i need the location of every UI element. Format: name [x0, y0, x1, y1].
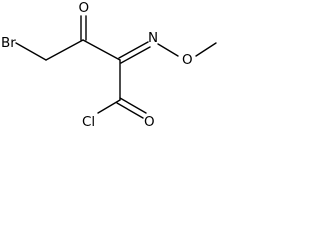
bond-c2-n-a: [118, 41, 149, 59]
atom-label-o-oxime: O: [182, 52, 193, 68]
atom-label-br: Br: [1, 35, 16, 51]
bonds: [15, 15, 217, 119]
bond-n-o: [157, 43, 179, 57]
chemical-structure: Br O N O Cl O: [1, 0, 217, 130]
atom-label-n-oxime: N: [148, 30, 158, 46]
atom-label-o-acyl: O: [144, 114, 155, 130]
bond-ch2-c3: [45, 39, 84, 61]
bond-c1-o-acyl-b: [116, 102, 144, 119]
bond-c1-o-acyl-a: [119, 97, 147, 114]
bond-o-ch3: [195, 42, 217, 57]
bond-c1-cl: [97, 99, 121, 114]
bond-br-ch2: [15, 42, 47, 61]
atom-labels: Br O N O Cl O: [1, 0, 193, 130]
bond-c2-n-b: [120, 46, 151, 64]
atom-label-cl: Cl: [82, 114, 95, 130]
atom-label-o-ketone: O: [79, 0, 90, 16]
bond-c3-c2: [82, 39, 121, 61]
